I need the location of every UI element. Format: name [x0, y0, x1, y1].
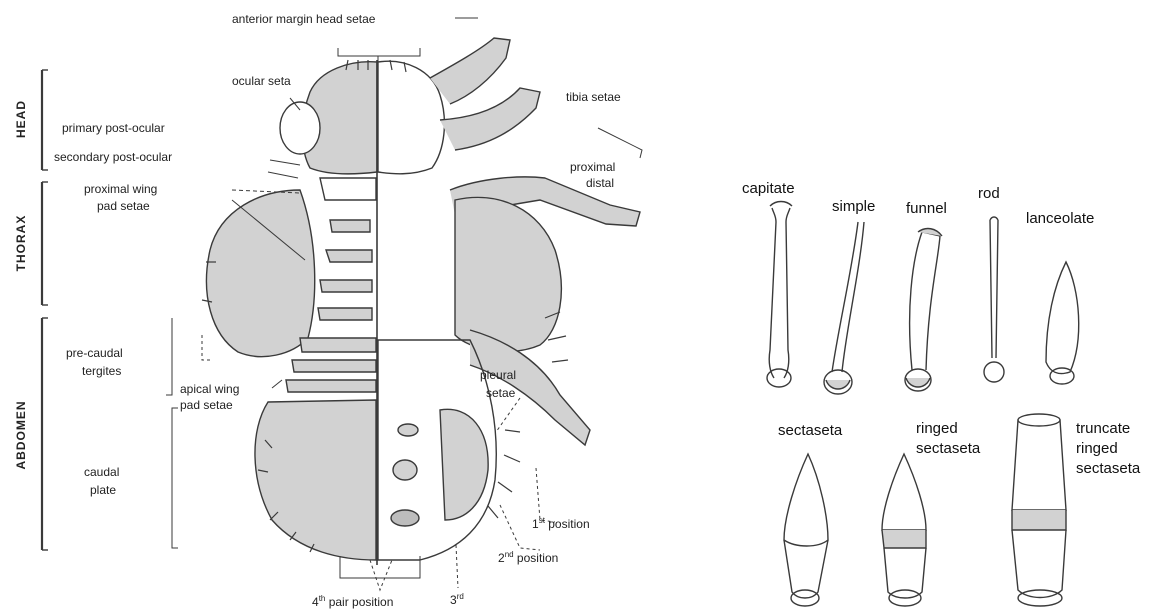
label-primary-post-ocular: primary post-ocular [62, 121, 165, 135]
label-capitate: capitate [742, 180, 795, 197]
anus [391, 510, 419, 526]
abdomen-bracket [42, 318, 48, 550]
label-apical-wing-pad-setae-1: apical wing [180, 382, 239, 396]
wing-pad-right [455, 197, 561, 351]
label-ocular-seta: ocular seta [232, 74, 291, 88]
label-anterior-margin-head-setae: anterior margin head setae [232, 12, 375, 26]
label-caudal-plate-1: caudal [84, 465, 119, 479]
label-rod: rod [978, 185, 1000, 202]
seta-rod [984, 217, 1004, 382]
label-ringed-sectaseta-2: sectaseta [916, 440, 980, 457]
label-pre-caudal-tergites-2: tergites [82, 364, 121, 378]
label-distal: distal [586, 176, 614, 190]
seta-sectaseta [784, 454, 828, 606]
label-secondary-post-ocular: secondary post-ocular [54, 150, 172, 164]
thorax-bracket [42, 182, 48, 305]
label-fourth-pair-position: 4th pair position [312, 592, 393, 609]
seta-funnel [905, 229, 942, 391]
label-ringed-sectaseta-1: ringed [916, 420, 958, 437]
label-truncate-ringed-sectaseta-1: truncate [1076, 420, 1130, 437]
seta-simple [824, 222, 864, 394]
label-funnel: funnel [906, 200, 947, 217]
label-lanceolate: lanceolate [1026, 210, 1094, 227]
label-pleural-setae-2: setae [486, 386, 515, 400]
label-truncate-ringed-sectaseta-3: sectaseta [1076, 460, 1140, 477]
caudal-plate-left [255, 400, 376, 560]
label-head: HEAD [14, 59, 28, 179]
label-simple: simple [832, 198, 875, 215]
label-sectaseta: sectaseta [778, 422, 842, 439]
seta-ringed-sectaseta [882, 454, 926, 606]
label-tibia-setae: tibia setae [566, 90, 621, 104]
seta-truncate-ringed-sectaseta [1012, 414, 1066, 606]
antenna [430, 38, 510, 104]
label-proximal-wing-pad-setae-2: pad setae [97, 199, 150, 213]
label-truncate-ringed-sectaseta-2: ringed [1076, 440, 1118, 457]
head-bracket [42, 70, 48, 170]
genital-plate [393, 460, 417, 480]
seta-capitate [767, 202, 792, 388]
label-first-position: 1st position [532, 514, 590, 531]
label-proximal: proximal [570, 160, 615, 174]
pleural-region [440, 409, 488, 520]
label-second-position: 2nd position [498, 548, 558, 565]
label-third-position: 3rd [450, 590, 464, 607]
label-pre-caudal-tergites-1: pre-caudal [66, 346, 123, 360]
label-thorax: THORAX [14, 183, 28, 303]
label-apical-wing-pad-setae-2: pad setae [180, 398, 233, 412]
label-caudal-plate-2: plate [90, 483, 116, 497]
label-abdomen: ABDOMEN [14, 375, 28, 495]
label-proximal-wing-pad-setae-1: proximal wing [84, 182, 157, 196]
seta-lanceolate [1046, 262, 1079, 384]
wing-pad-left [206, 190, 314, 357]
label-pleural-setae-1: pleural [480, 368, 516, 382]
ventral-sclerite [398, 424, 418, 436]
